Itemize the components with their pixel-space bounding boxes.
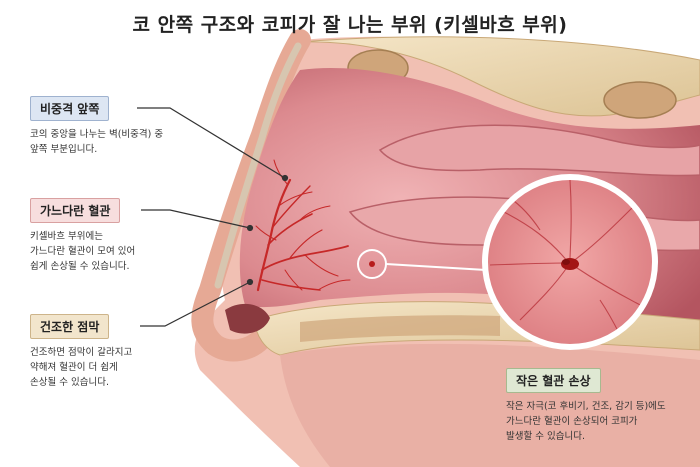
callout-dry: 건조한 점막 건조하면 점막이 갈라지고 약해져 혈관이 더 쉽게 손상될 수 …: [30, 314, 132, 390]
leader-dry: [140, 281, 251, 327]
nostril: [225, 303, 270, 334]
callout-damage: 작은 혈관 손상 작은 자극(코 후비기, 건조, 감기 등)에도 가느다란 혈…: [506, 368, 666, 444]
page-title: 코 안쪽 구조와 코피가 잘 나는 부위 (키셀바흐 부위): [132, 14, 568, 36]
bleeding-point: [369, 261, 375, 267]
callout-damage-desc: 작은 자극(코 후비기, 건조, 감기 등)에도 가느다란 혈관이 손상되어 코…: [506, 401, 666, 442]
kiesselbach-vessels: [255, 159, 351, 292]
callout-vessels: 가느다란 혈관 키셀바흐 부위에는 가느다란 혈관이 모여 있어 쉽게 손상될 …: [30, 198, 135, 274]
callout-damage-label: 작은 혈관 손상: [506, 368, 601, 393]
sphenoid-sinus: [603, 81, 677, 119]
nose-bone-edge: [214, 42, 302, 289]
zoom-connector: [385, 263, 487, 271]
callout-dry-label: 건조한 점막: [30, 314, 110, 339]
callout-septum: 비중격 앞쪽 코의 중앙을 나누는 벽(비중격) 중 앞쪽 부분입니다.: [30, 96, 163, 157]
leader-vessels: [141, 209, 251, 229]
callout-dry-desc: 건조하면 점막이 갈라지고 약해져 혈관이 더 쉽게 손상될 수 있습니다.: [30, 347, 133, 388]
callout-septum-desc: 코의 중앙을 나누는 벽(비중격) 중 앞쪽 부분입니다.: [30, 129, 164, 155]
callout-vessels-label: 가느다란 혈관: [30, 198, 121, 223]
leader-septum: [137, 107, 286, 179]
palate-bone-core: [300, 315, 500, 342]
zoom-inset-ring: [484, 176, 656, 348]
superior-turbinate: [378, 124, 700, 177]
callout-septum-label: 비중격 앞쪽: [30, 96, 110, 121]
zoom-inset: [486, 178, 654, 346]
callout-vessels-desc: 키셀바흐 부위에는 가느다란 혈관이 모여 있어 쉽게 손상될 수 있습니다.: [30, 231, 136, 272]
